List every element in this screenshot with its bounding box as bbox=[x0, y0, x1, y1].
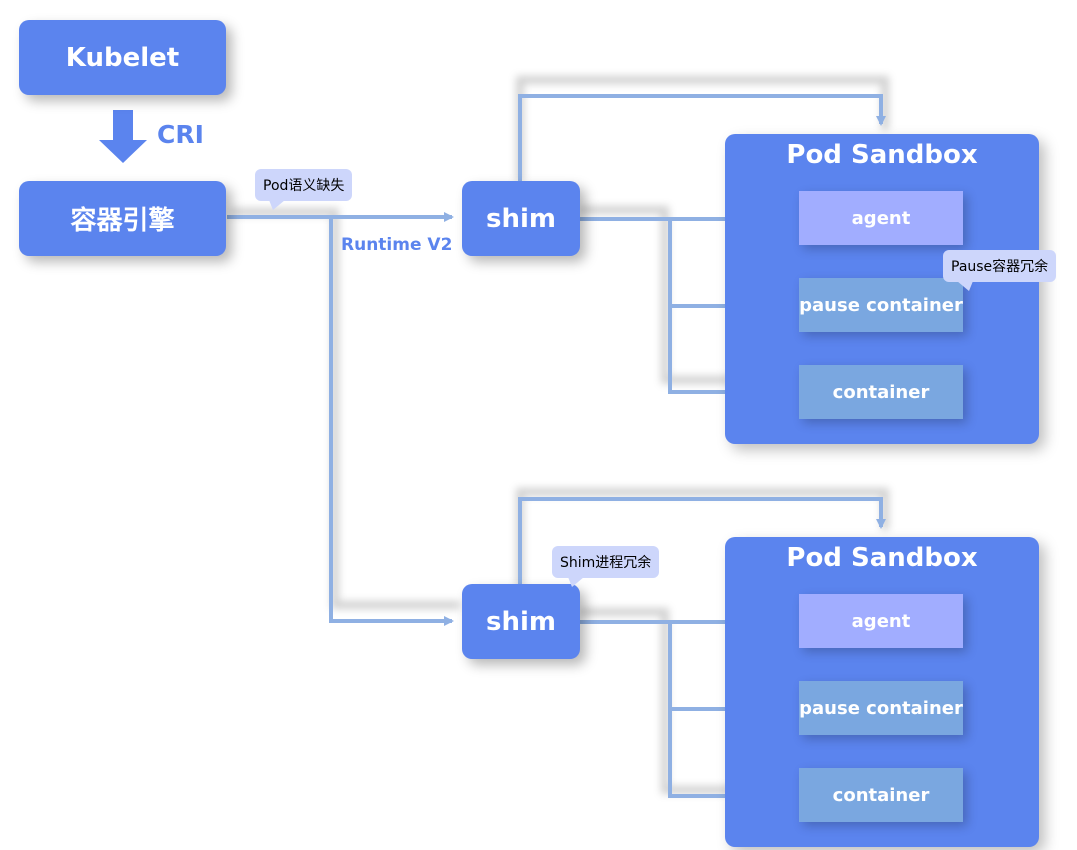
pod-top-pause-container: pause container bbox=[799, 278, 963, 332]
cri-arrow-icon bbox=[99, 110, 147, 163]
pod-sandbox-top-title: Pod Sandbox bbox=[786, 140, 978, 170]
container-engine-label: 容器引擎 bbox=[70, 206, 175, 236]
edge-engine-shim-bottom bbox=[329, 217, 454, 626]
edge-shim-bottom-pod bbox=[518, 497, 886, 585]
pod-bottom-container: container bbox=[799, 768, 963, 822]
container-engine-node: 容器引擎 bbox=[19, 181, 226, 256]
pod-sandbox-bottom-title: Pod Sandbox bbox=[786, 543, 978, 573]
kubelet-node: Kubelet bbox=[19, 20, 226, 95]
shim-top-node: shim bbox=[462, 181, 580, 256]
callout-pause-redundant-text: Pause容器冗余 bbox=[951, 259, 1049, 275]
kubelet-label: Kubelet bbox=[65, 42, 180, 73]
callout-shim-redundant-text: Shim进程冗余 bbox=[560, 555, 652, 571]
callout-shim-redundant: Shim进程冗余 bbox=[552, 546, 660, 587]
pod-top-container: container bbox=[799, 365, 963, 419]
callout-pod-semantics-text: Pod语义缺失 bbox=[263, 178, 345, 194]
runtime-v2-label: Runtime V2 bbox=[341, 235, 453, 255]
shim-bottom-node: shim bbox=[462, 584, 580, 659]
shim-bottom-label: shim bbox=[486, 606, 556, 637]
pod-bottom-agent: agent bbox=[799, 594, 963, 648]
callout-pod-semantics: Pod语义缺失 bbox=[255, 169, 353, 210]
cri-label: CRI bbox=[157, 120, 204, 149]
shim-top-label: shim bbox=[486, 203, 556, 234]
pod-top-agent: agent bbox=[799, 191, 963, 245]
callout-pause-redundant: Pause容器冗余 bbox=[943, 250, 1057, 291]
edge-shim-top-pod bbox=[518, 94, 886, 182]
pod-sandbox-bottom: Pod Sandbox agent pause container contai… bbox=[725, 537, 1039, 847]
pod-sandbox-top: Pod Sandbox agent pause container contai… bbox=[725, 134, 1039, 444]
pod-bottom-pause-container: pause container bbox=[799, 681, 963, 735]
